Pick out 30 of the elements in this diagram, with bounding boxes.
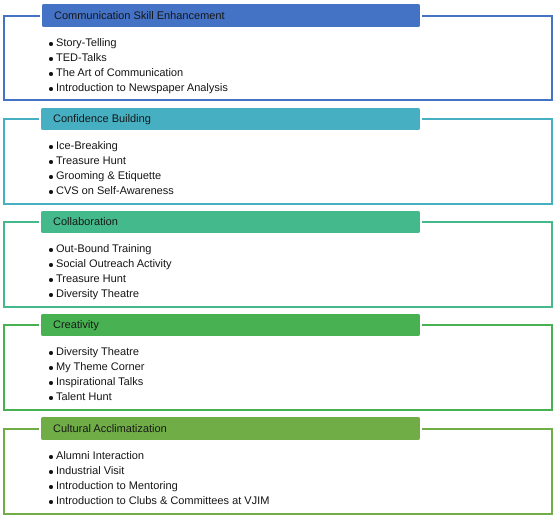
list-item: Introduction to Newspaper Analysis <box>56 81 228 96</box>
list-item: Grooming & Etiquette <box>56 169 162 184</box>
list-item: Talent Hunt <box>56 390 112 405</box>
section-title: Confidence Building <box>53 113 151 125</box>
list-item: CVS on Self-Awareness <box>56 184 174 199</box>
list-item: Diversity Theatre <box>56 287 139 302</box>
section-header <box>40 2 422 29</box>
list-item: Alumni Interaction <box>56 449 144 464</box>
section-header <box>39 415 422 442</box>
section-title: Cultural Acclimatization <box>53 422 167 434</box>
list-item: My Theme Corner <box>56 360 144 375</box>
list-item: Out-Bound Training <box>56 242 152 257</box>
section-title: Collaboration <box>53 216 118 228</box>
list-item: Inspirational Talks <box>56 375 144 390</box>
list-item: Story-Telling <box>56 36 117 51</box>
list-item: Social Outreach Activity <box>56 257 172 272</box>
section-header <box>39 209 422 235</box>
list-item: Diversity Theatre <box>56 345 139 360</box>
section-header <box>39 106 422 132</box>
list-item: TED-Talks <box>56 51 107 66</box>
list-item: Treasure Hunt <box>56 272 126 287</box>
list-item: Ice-Breaking <box>56 139 118 154</box>
list-item: Introduction to Mentoring <box>56 479 178 494</box>
list-item: Treasure Hunt <box>56 154 126 169</box>
section-header <box>39 312 422 338</box>
section-title: Communication Skill Enhancement <box>54 10 225 22</box>
section-title: Creativity <box>53 319 99 331</box>
list-item: Introduction to Clubs & Committees at VJIM <box>56 494 270 509</box>
list-item: The Art of Communication <box>56 66 184 81</box>
list-item: Industrial Visit <box>56 464 124 479</box>
